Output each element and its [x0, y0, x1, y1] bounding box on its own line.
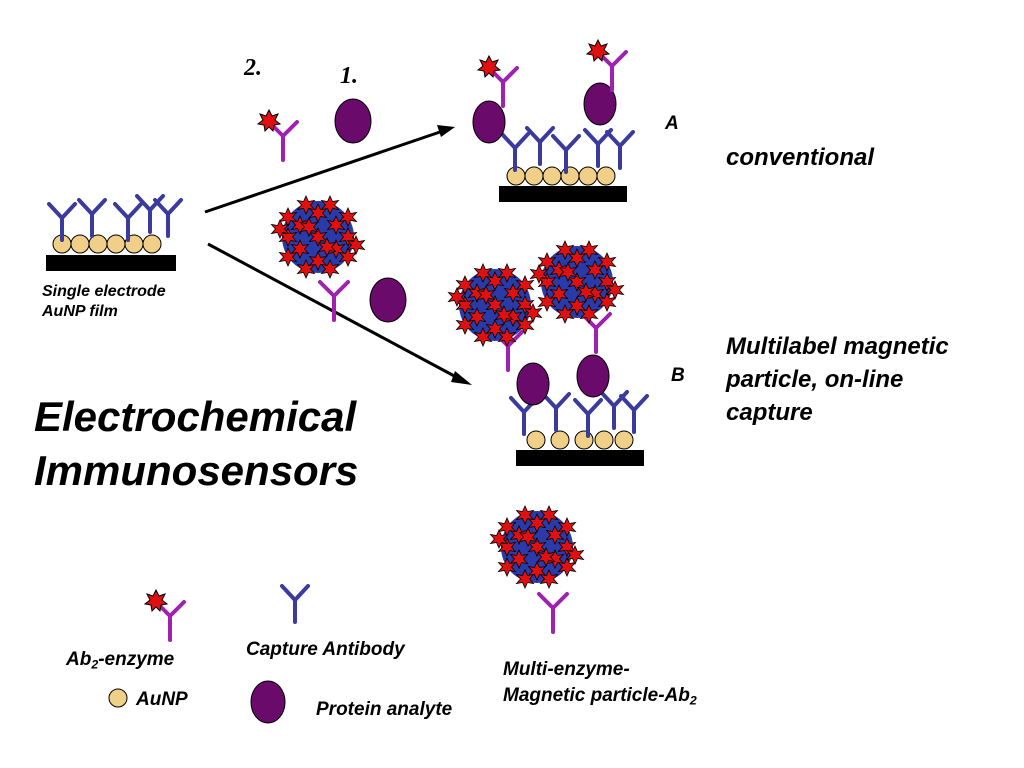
legend-protein-icon: [250, 680, 286, 724]
ab2-enzyme-reagent: [256, 108, 299, 162]
route-a-letter: A: [665, 113, 679, 134]
electrode-a: [472, 38, 635, 202]
electrode-label-line2: AuNP film: [42, 303, 118, 320]
route-a-caption: conventional: [726, 144, 875, 171]
route-b-caption-line2: particle, on-line: [726, 366, 904, 393]
single-electrode: [46, 194, 183, 271]
legend-capture-antibody-label: Capture Antibody: [246, 639, 405, 660]
electrode-b: [449, 241, 649, 466]
protein-analyte-middle: [369, 277, 407, 323]
step-2-label: 2.: [244, 55, 262, 81]
legend-aunp-icon: [108, 688, 128, 708]
route-b-caption-line3: capture: [726, 399, 813, 426]
title-line1: Electrochemical: [34, 393, 357, 440]
legend-multi-label-line1: Multi-enzyme-: [503, 659, 630, 680]
arrow-to-a: [204, 125, 455, 214]
legend-multi-label-line2: Magnetic particle-Ab2: [503, 685, 697, 708]
legend-ab2-enzyme-label: Ab2-enzyme: [66, 649, 175, 672]
legend-capture-antibody-icon: [280, 584, 310, 624]
legend-particle-ab2-icon: [537, 592, 569, 634]
legend-protein-label: Protein analyte: [316, 699, 453, 720]
title-line2: Immunosensors: [34, 447, 359, 494]
protein-analyte-reagent: [334, 98, 372, 144]
particle-ab2: [318, 280, 350, 322]
legend-aunp-label: AuNP: [136, 689, 188, 710]
step-1-label: 1.: [340, 63, 358, 89]
route-b-caption-line1: Multilabel magnetic: [726, 333, 949, 360]
legend-particle-icon: [491, 506, 584, 588]
multi-enzyme-particle: [272, 196, 365, 278]
route-b-letter: B: [671, 365, 685, 386]
electrode-label-line1: Single electrode: [42, 283, 166, 300]
legend-ab2-enzyme-icon: [143, 588, 186, 642]
